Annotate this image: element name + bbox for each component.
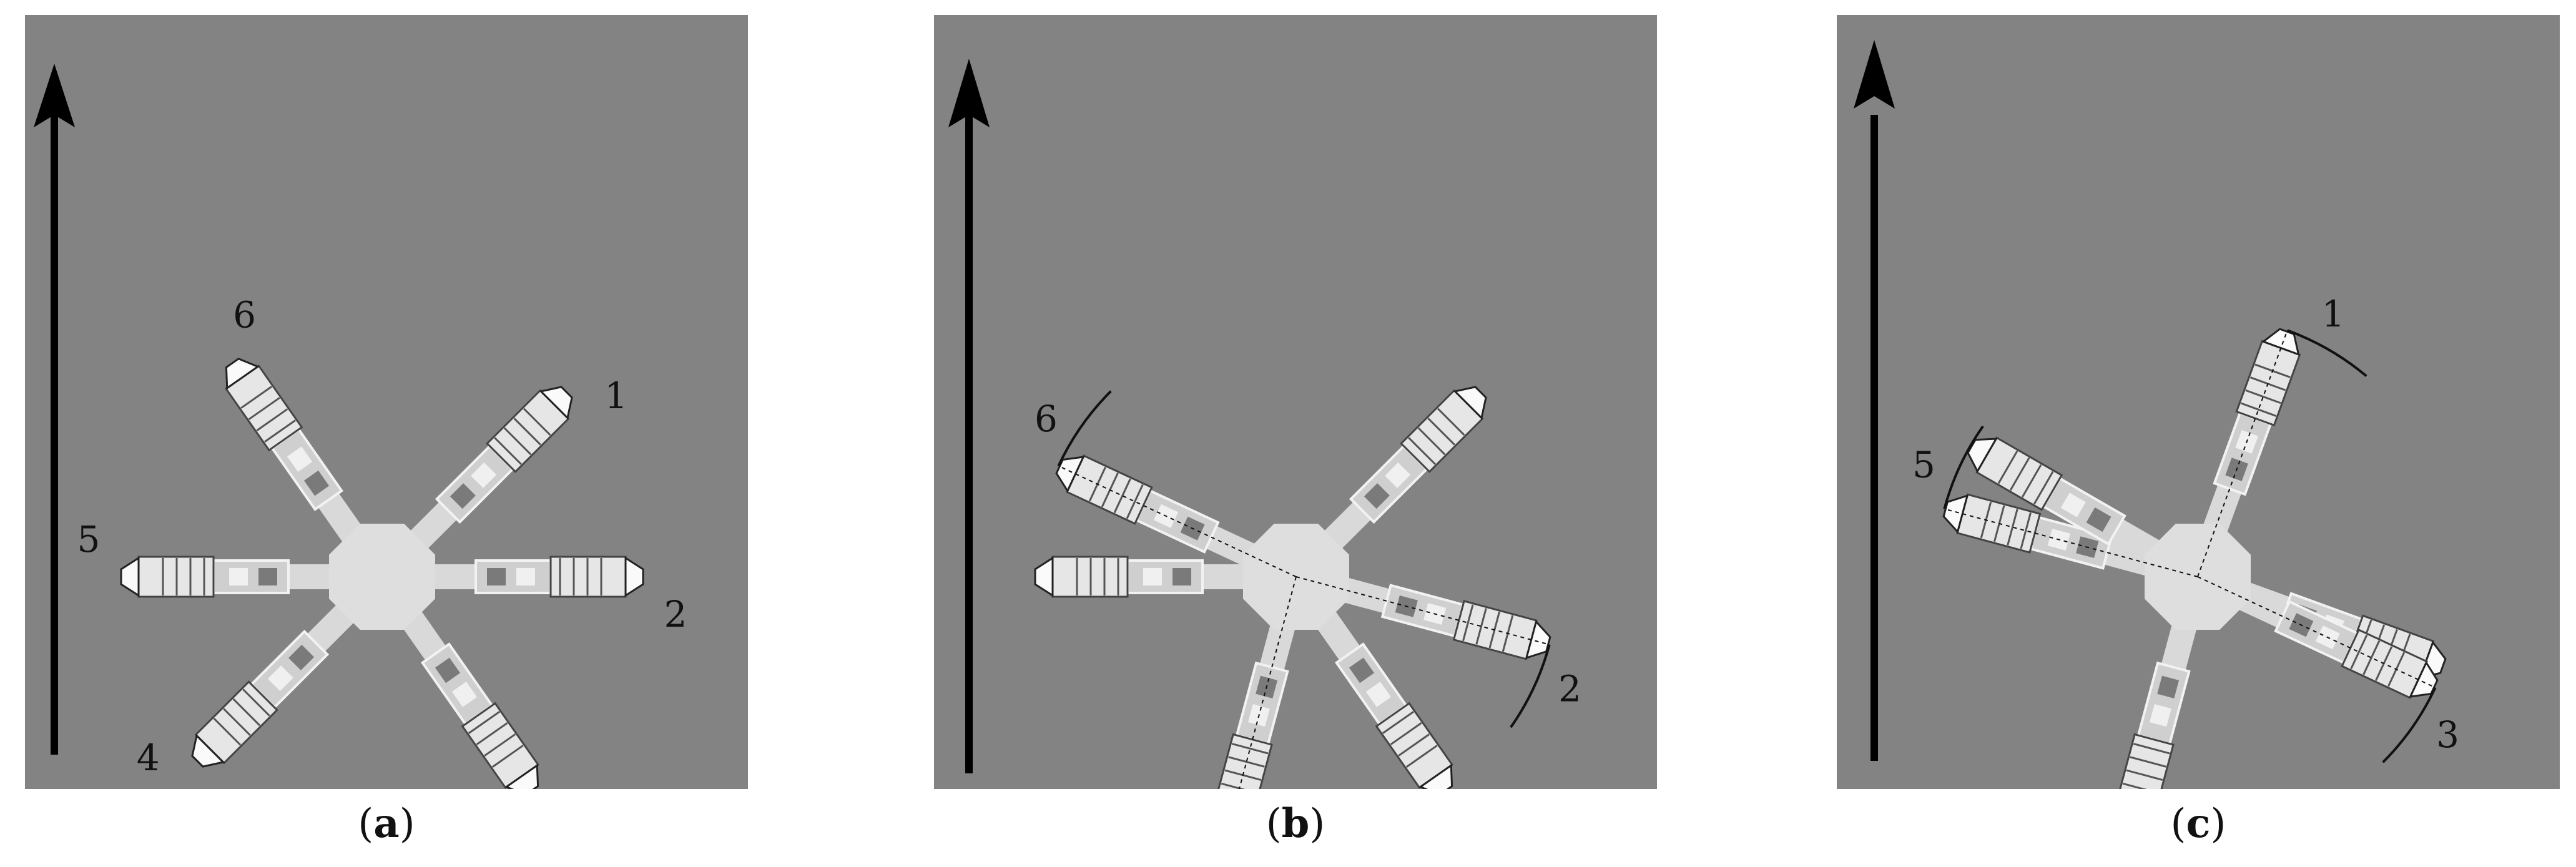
robot-leg bbox=[1314, 386, 1487, 559]
hexapod-robot: 1 3 5 bbox=[1912, 293, 2459, 789]
leg-number-label: 3 bbox=[2436, 713, 2459, 756]
robot-leg bbox=[393, 600, 539, 789]
caption-letter: a bbox=[373, 800, 400, 847]
caption-letter: c bbox=[2186, 800, 2211, 847]
caption-letter: b bbox=[1281, 800, 1310, 847]
reference-dashed-line bbox=[1944, 508, 2198, 577]
rotation-arc-arrow bbox=[2286, 329, 2367, 378]
robot-leg bbox=[420, 556, 644, 598]
reference-dashed-line bbox=[2197, 576, 2436, 688]
robot-leg bbox=[191, 594, 365, 768]
robot-leg bbox=[2198, 328, 2301, 546]
rotation-arc-arrow bbox=[1057, 390, 1112, 467]
direction-arrow bbox=[34, 64, 75, 755]
panel-caption-c: (c) bbox=[2170, 800, 2226, 847]
leg-number-label: 5 bbox=[1912, 443, 1935, 486]
leg-number-label: 4 bbox=[137, 737, 160, 779]
leg-number-label: 2 bbox=[1558, 668, 1581, 710]
leg-number-label: 1 bbox=[2322, 293, 2345, 335]
leg-number-label: 2 bbox=[664, 593, 687, 635]
robot-leg bbox=[1212, 609, 1299, 789]
leg-number-label: 5 bbox=[77, 518, 101, 561]
robot-leg bbox=[400, 386, 573, 559]
direction-arrow bbox=[1854, 40, 1895, 761]
robot-body bbox=[329, 524, 435, 630]
reference-dashed-line bbox=[2197, 330, 2288, 577]
robot-leg bbox=[225, 358, 371, 554]
panel-caption-a: (a) bbox=[358, 800, 415, 847]
robot-leg bbox=[2114, 609, 2200, 789]
panel-a: 123456 bbox=[25, 15, 748, 789]
panel-b: 246 bbox=[934, 15, 1657, 789]
leg-number-label: 6 bbox=[1035, 398, 1058, 440]
rotation-arc-arrow bbox=[1510, 644, 1551, 728]
panel-a-drawing: 123456 bbox=[34, 64, 687, 789]
rotation-arc-arrow bbox=[2382, 687, 2437, 763]
leg-number-label: 1 bbox=[604, 375, 627, 417]
robot-leg bbox=[120, 556, 345, 598]
hexapod-robot: 123456 bbox=[77, 294, 687, 789]
rotation-arc-arrow bbox=[1943, 425, 1984, 509]
hexapod-robot: 246 bbox=[1034, 386, 1581, 789]
panel-c: 1 3 5 bbox=[1837, 15, 2560, 789]
panel-b-drawing: 246 bbox=[948, 59, 1581, 789]
reference-dashed-line bbox=[1058, 465, 1297, 577]
reference-dashed-line bbox=[1295, 576, 1550, 645]
robot-leg bbox=[1034, 556, 1259, 598]
panel-c-drawing: 1 3 5 bbox=[1854, 40, 2459, 789]
robot-leg bbox=[1329, 574, 1551, 660]
leg-number-label: 6 bbox=[233, 294, 256, 336]
panel-caption-b: (b) bbox=[1266, 800, 1325, 847]
reference-dashed-line bbox=[1238, 576, 1297, 789]
direction-arrow bbox=[948, 59, 990, 773]
